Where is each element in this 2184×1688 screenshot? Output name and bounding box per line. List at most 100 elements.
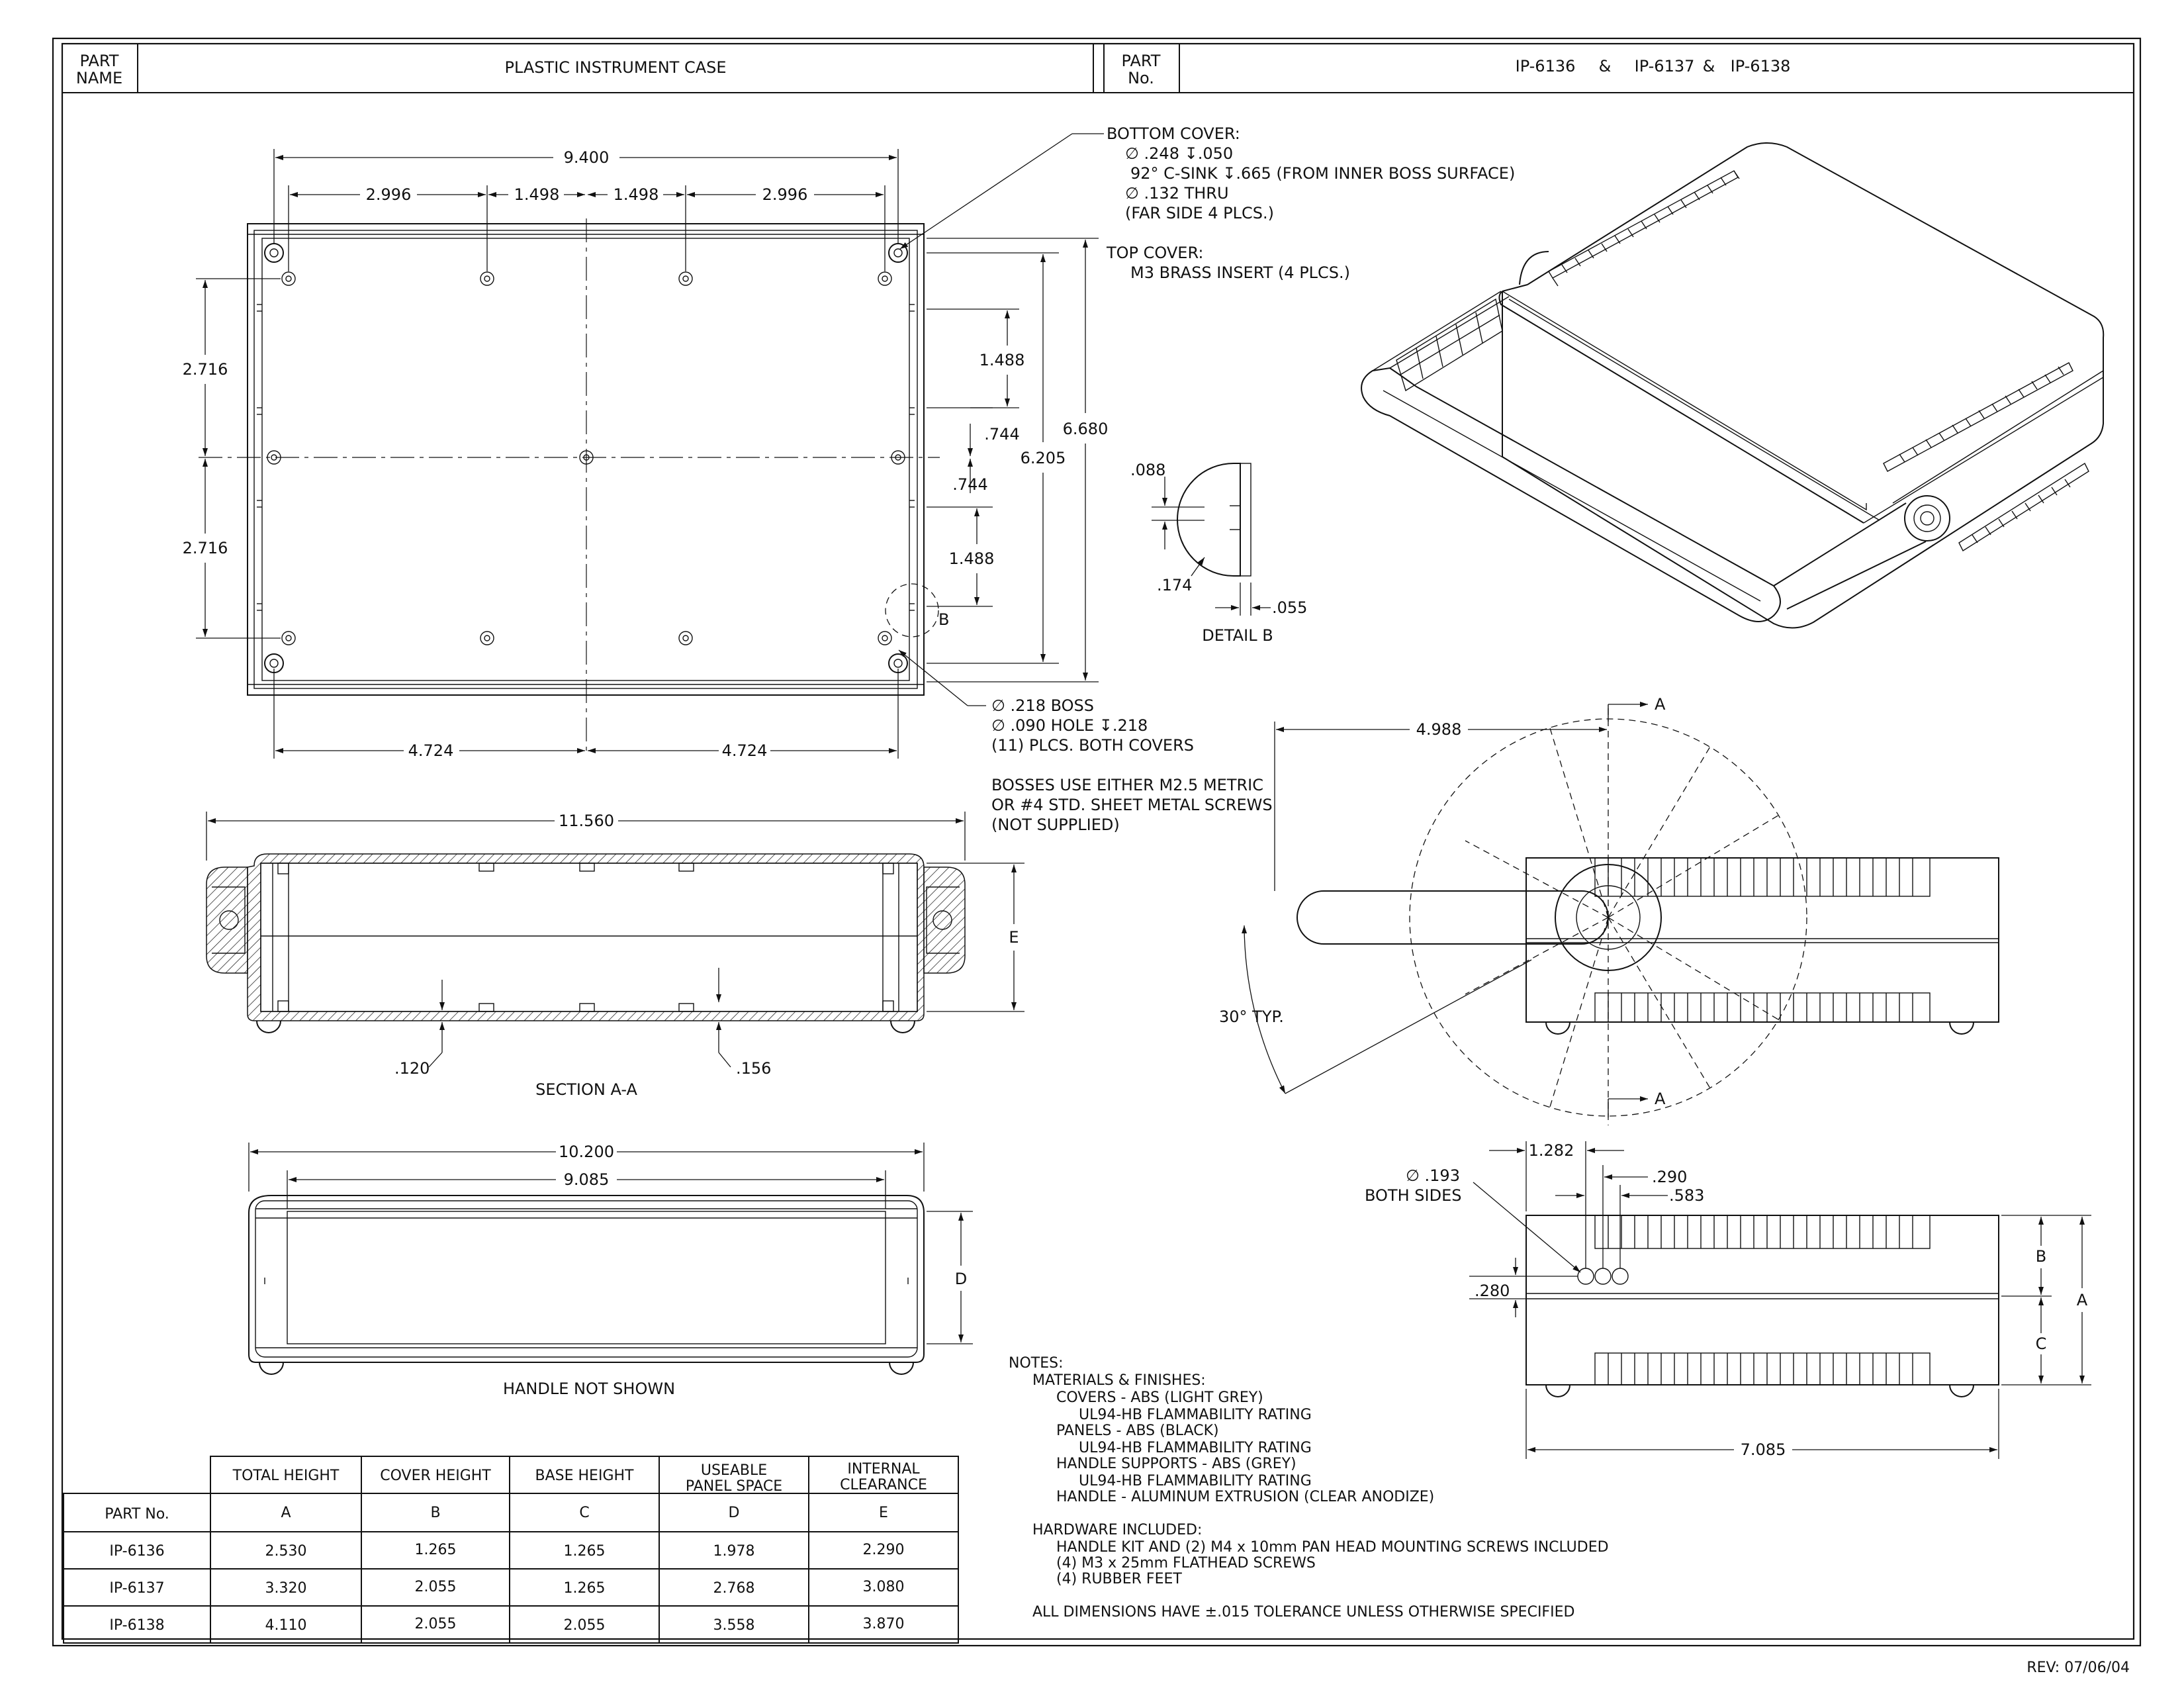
th-internal-2: CLEARANCE bbox=[840, 1477, 927, 1493]
front-view: 10.200 9.085 D HANDLE NOT SHOWN bbox=[248, 1143, 973, 1398]
row-1-e: 2.290 bbox=[863, 1542, 905, 1558]
dim-583: .583 bbox=[1669, 1186, 1704, 1205]
dim-7085: 7.085 bbox=[1741, 1440, 1786, 1459]
th-base-height: BASE HEIGHT bbox=[535, 1468, 635, 1484]
detail-055: .055 bbox=[1272, 598, 1307, 617]
note-line-6: UL94-HB FLAMMABILITY RATING bbox=[1079, 1473, 1312, 1489]
th-useable-1: USEABLE bbox=[701, 1462, 767, 1479]
note-line-1: COVERS - ABS (LIGHT GREY) bbox=[1056, 1389, 1263, 1406]
dim-6680: 6.680 bbox=[1063, 420, 1109, 438]
side-view-b-body bbox=[1525, 1215, 1999, 1385]
part-no-label-1: PART bbox=[1122, 52, 1161, 70]
section-aa-caption: SECTION A-A bbox=[535, 1080, 637, 1099]
th-letter-d: D bbox=[729, 1505, 740, 1521]
dim-1498-left: 1.498 bbox=[514, 185, 560, 204]
dim-9400: 9.400 bbox=[564, 148, 610, 167]
amp-1: & bbox=[1599, 57, 1612, 75]
row-1-part: IP-6136 bbox=[109, 1543, 164, 1560]
note-line-0: MATERIALS & FINISHES: bbox=[1032, 1372, 1206, 1389]
part-name-label-2: NAME bbox=[76, 69, 122, 87]
section-a-bottom: A bbox=[1655, 1090, 1666, 1108]
dim-6205: 6.205 bbox=[1021, 449, 1066, 467]
th-letter-c: C bbox=[579, 1505, 589, 1521]
dim-9085: 9.085 bbox=[564, 1170, 610, 1189]
row-2-a: 3.320 bbox=[265, 1580, 307, 1597]
side-b-vent-slots bbox=[1608, 1215, 1913, 1385]
part-no-2: IP-6137 bbox=[1635, 57, 1695, 75]
row-1-b: 1.265 bbox=[415, 1542, 457, 1558]
th-letter-b: B bbox=[430, 1505, 440, 1521]
border-inner bbox=[61, 42, 2135, 1640]
note-line-4: UL94-HB FLAMMABILITY RATING bbox=[1079, 1440, 1312, 1456]
note-line-3: PANELS - ABS (BLACK) bbox=[1056, 1423, 1219, 1439]
dim-1488-upper: 1.488 bbox=[979, 351, 1025, 369]
note-line-5: HANDLE SUPPORTS - ABS (GREY) bbox=[1056, 1456, 1297, 1472]
row-2-e: 3.080 bbox=[863, 1579, 905, 1595]
th-total-height: TOTAL HEIGHT bbox=[232, 1468, 340, 1484]
note-line-2: UL94-HB FLAMMABILITY RATING bbox=[1079, 1407, 1312, 1423]
row-1-d: 1.978 bbox=[713, 1543, 755, 1560]
title-block: PART NAME PLASTIC INSTRUMENT CASE PART N… bbox=[52, 37, 2142, 1647]
bc-line-1: BOTTOM COVER: bbox=[1107, 124, 1240, 143]
isometric-view bbox=[1361, 142, 2105, 629]
detail-b-caption: DETAIL B bbox=[1202, 626, 1273, 645]
detail-b-circle bbox=[885, 583, 939, 637]
dim-156: .156 bbox=[736, 1059, 771, 1078]
row-1-a: 2.530 bbox=[265, 1543, 307, 1560]
boss-line-4: BOSSES USE EITHER M2.5 METRIC bbox=[991, 776, 1263, 794]
dim-1498-right: 1.498 bbox=[614, 185, 659, 204]
row-3-a: 4.110 bbox=[265, 1617, 307, 1634]
row-2-b: 2.055 bbox=[415, 1579, 457, 1595]
dim-1488-lower: 1.488 bbox=[949, 549, 995, 568]
th-part-no: PART No. bbox=[105, 1506, 169, 1523]
mount-hole-3 bbox=[1612, 1268, 1629, 1285]
dim-e: E bbox=[1009, 928, 1019, 947]
case-outline bbox=[247, 223, 925, 696]
note-line-9: HANDLE KIT AND (2) M4 x 10mm PAN HEAD MO… bbox=[1056, 1539, 1609, 1556]
dim-a: A bbox=[2077, 1291, 2088, 1309]
dim-2996-right: 2.996 bbox=[762, 185, 808, 204]
dia-193-sub: BOTH SIDES bbox=[1365, 1186, 1461, 1205]
row-3-c: 2.055 bbox=[564, 1617, 606, 1634]
th-letter-e: E bbox=[879, 1505, 888, 1521]
row-1-c: 1.265 bbox=[564, 1543, 606, 1560]
th-cover-height: COVER HEIGHT bbox=[380, 1468, 491, 1484]
notes-heading: NOTES: bbox=[1009, 1355, 1064, 1372]
row-3-part: IP-6138 bbox=[109, 1617, 164, 1634]
side-view-bottom: ∅ .193 BOTH SIDES 1.282 .290 .583 .280 B… bbox=[1365, 1141, 2091, 1459]
revision: REV: 07/06/04 bbox=[2026, 1660, 2130, 1676]
bc-line-4: ∅ .132 THRU bbox=[1125, 184, 1229, 203]
side-view-handle: 4.988 A A 30° TYP. bbox=[1219, 695, 1999, 1125]
isometric-vent-side bbox=[1883, 362, 2089, 552]
bc-line-3: 92° C-SINK ↧.665 (FROM INNER BOSS SURFAC… bbox=[1130, 164, 1515, 183]
wall-ribs bbox=[257, 304, 915, 611]
part-name-value: PLASTIC INSTRUMENT CASE bbox=[504, 58, 726, 77]
note-line-8: HARDWARE INCLUDED: bbox=[1032, 1522, 1202, 1538]
bc-line-5: (FAR SIDE 4 PLCS.) bbox=[1125, 204, 1274, 222]
amp-2: & bbox=[1703, 57, 1715, 75]
angle-30: 30° TYP. bbox=[1219, 1008, 1284, 1026]
row-2-c: 1.265 bbox=[564, 1580, 606, 1597]
detail-b: .088 .174 .055 DETAIL B bbox=[1130, 461, 1307, 645]
handle-shape bbox=[1297, 890, 1609, 945]
dim-4988: 4.988 bbox=[1416, 720, 1462, 739]
dim-120: .120 bbox=[394, 1059, 430, 1078]
dimension-table: TOTAL HEIGHT COVER HEIGHT BASE HEIGHT US… bbox=[63, 1456, 959, 1644]
section-a-top: A bbox=[1655, 695, 1666, 714]
boss-line-3: (11) PLCS. BOTH COVERS bbox=[991, 736, 1194, 755]
boss-notes: ∅ .218 BOSS ∅ .090 HOLE ↧.218 (11) PLCS.… bbox=[991, 696, 1273, 834]
th-useable-2: PANEL SPACE bbox=[686, 1478, 782, 1495]
boss-line-1: ∅ .218 BOSS bbox=[991, 696, 1094, 715]
dim-b: B bbox=[2036, 1247, 2046, 1266]
dim-2716-lower: 2.716 bbox=[183, 539, 228, 557]
general-notes: NOTES: MATERIALS & FINISHES: COVERS - AB… bbox=[1009, 1355, 1609, 1620]
dim-10200: 10.200 bbox=[559, 1143, 614, 1161]
detail-callout: B bbox=[938, 610, 949, 629]
dim-c: C bbox=[2036, 1335, 2047, 1353]
top-view: B 9.400 2.996 1.498 1.498 2.996 2.716 2.… bbox=[183, 133, 1109, 760]
detail-174: .174 bbox=[1157, 576, 1192, 594]
dim-744-upper: .744 bbox=[984, 425, 1019, 444]
tc-line-1: TOP COVER: bbox=[1106, 244, 1203, 262]
part-no-label-2: No. bbox=[1128, 69, 1154, 87]
